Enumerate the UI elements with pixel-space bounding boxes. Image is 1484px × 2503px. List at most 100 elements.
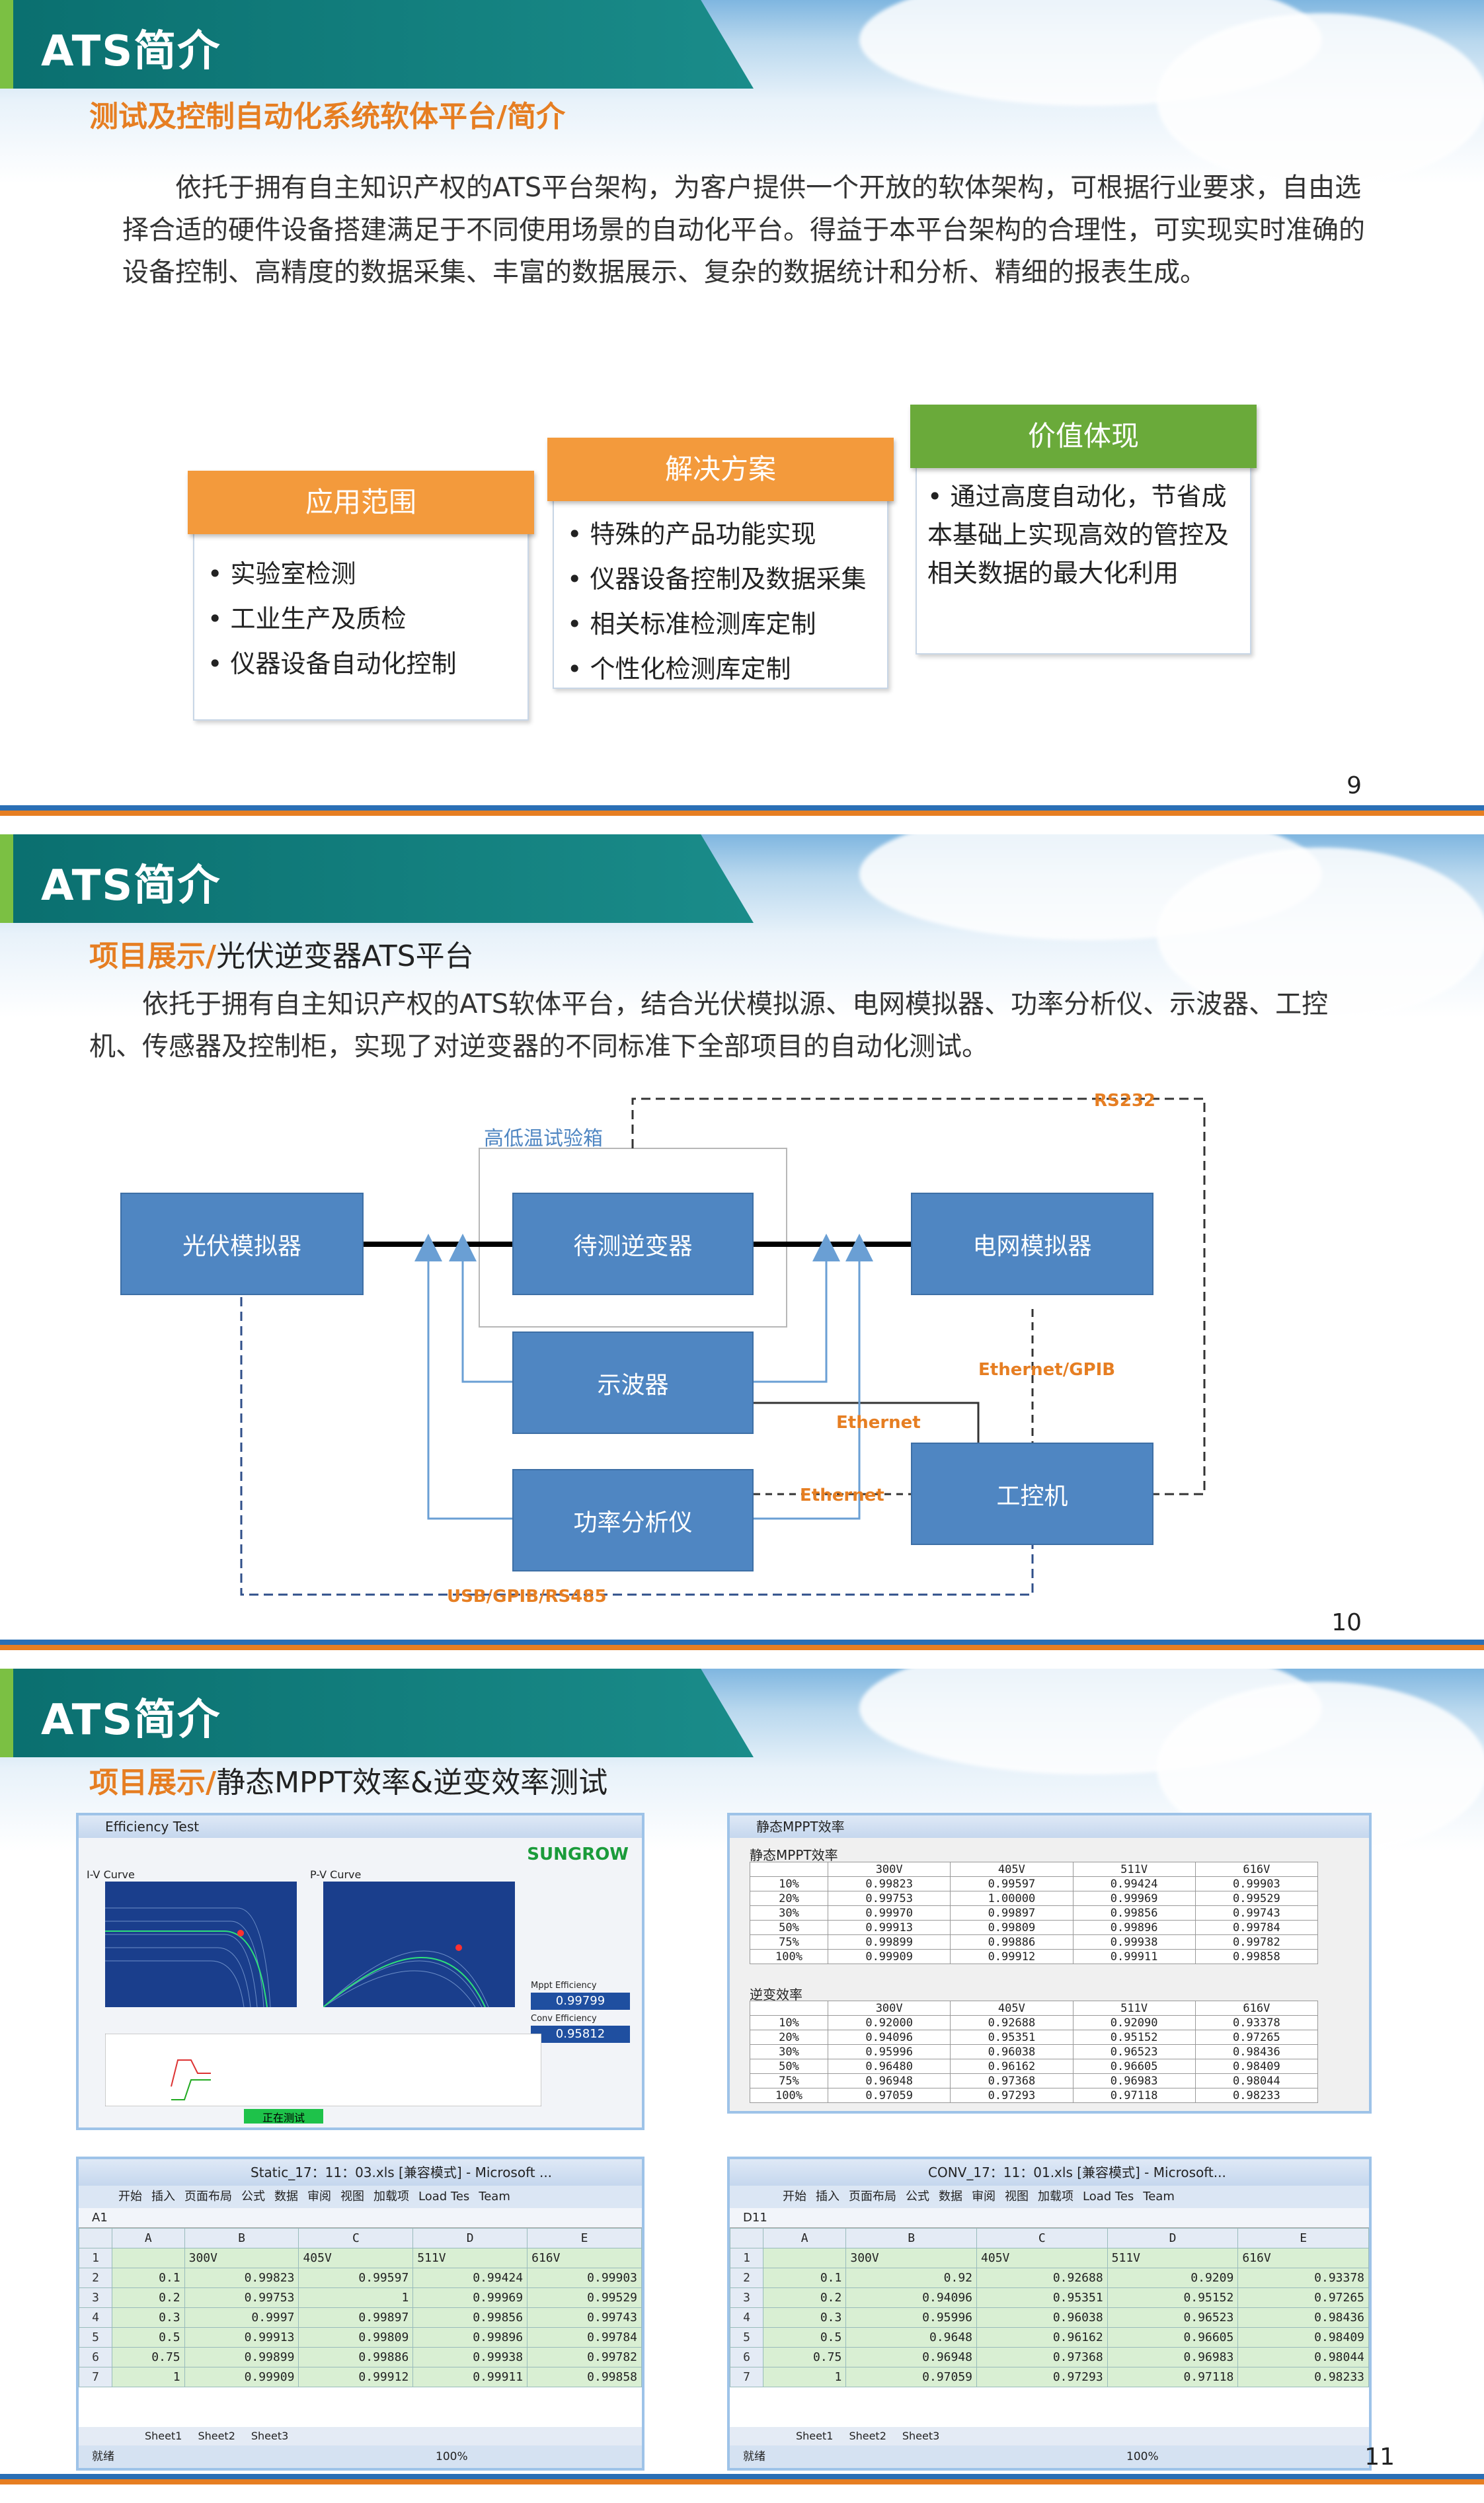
efficiency-app-screenshot: Efficiency Test SUNGROW I-V Curve P-V Cu… bbox=[76, 1813, 644, 2130]
ribbon-tabs[interactable]: 开始插入页面布局公式数据审阅视图加载项 Load Tes Team bbox=[730, 2186, 1369, 2208]
name-box[interactable]: D11 bbox=[730, 2208, 1369, 2228]
box-header: 价值体现 bbox=[910, 405, 1257, 468]
page-number: 11 bbox=[1364, 2443, 1395, 2471]
slide-subtitle: 项目展示/光伏逆变器ATS平台 bbox=[89, 939, 474, 973]
ribbon-tab[interactable]: 公式 bbox=[906, 2190, 929, 2204]
box-value: 价值体现 通过高度自动化，节省成本基础上实现高效的管控及相关数据的最大化利用 bbox=[910, 405, 1257, 655]
ribbon-tab[interactable]: Team bbox=[479, 2190, 510, 2204]
sheet-tab[interactable]: Sheet1 bbox=[796, 2430, 834, 2442]
ethernet-label: Ethernet bbox=[800, 1486, 884, 1505]
title-bar bbox=[0, 0, 754, 89]
system-diagram bbox=[240, 1097, 1206, 1596]
intro-paragraph: 依托于拥有自主知识产权的ATS平台架构，为客户提供一个开放的软体架构，可根据行业… bbox=[122, 173, 1365, 288]
conv-efficiency-value: 0.95812 bbox=[531, 2026, 630, 2043]
ribbon-tab[interactable]: Load Tes bbox=[1083, 2190, 1134, 2204]
list-item: 通过高度自动化，节省成本基础上实现高效的管控及相关数据的最大化利用 bbox=[927, 477, 1231, 592]
ribbon-tab[interactable]: 页面布局 bbox=[849, 2190, 896, 2204]
ribbon-tab[interactable]: 公式 bbox=[241, 2190, 265, 2204]
box-header: 应用范围 bbox=[188, 471, 534, 534]
list-item: 仪器设备控制及数据采集 bbox=[567, 557, 867, 602]
ipc-node: 工控机 bbox=[911, 1443, 1153, 1545]
box-solutions: 解决方案 特殊的产品功能实现 仪器设备控制及数据采集 相关标准检测库定制 个性化… bbox=[547, 438, 894, 692]
window-title: 静态MPPT效率 bbox=[730, 1815, 1369, 1838]
eth-gpib-label: Ethernet/GPIB bbox=[978, 1360, 1116, 1380]
status-running: 正在测试 bbox=[244, 2109, 323, 2124]
usb-label: USB/GPIB/RS485 bbox=[447, 1587, 607, 1607]
brand-logo: SUNGROW bbox=[527, 1845, 629, 1864]
sheet-tabs[interactable]: Sheet1 Sheet2 Sheet3 bbox=[79, 2427, 642, 2445]
window-title: Efficiency Test bbox=[79, 1815, 642, 1838]
ribbon-tab[interactable]: 页面布局 bbox=[184, 2190, 232, 2204]
inverter-node: 待测逆变器 bbox=[512, 1193, 754, 1295]
page-number: 9 bbox=[1347, 772, 1362, 799]
ribbon-tab[interactable]: Team bbox=[1143, 2190, 1175, 2204]
sheet-tab[interactable]: Sheet2 bbox=[849, 2430, 886, 2442]
slide-2: ATS简介 项目展示/光伏逆变器ATS平台 依托于拥有自主知识产权的ATS软体平… bbox=[0, 834, 1484, 1669]
list-item: 实验室检测 bbox=[208, 551, 457, 596]
slide-1: ATS简介 测试及控制自动化系统软体平台/简介 依托于拥有自主知识产权的ATS平… bbox=[0, 0, 1484, 834]
ribbon-tabs[interactable]: 开始插入页面布局公式数据审阅视图加载项 Load Tes Team bbox=[79, 2186, 642, 2208]
ribbon-tab[interactable]: 数据 bbox=[274, 2190, 298, 2204]
ribbon-tab[interactable]: 插入 bbox=[816, 2190, 840, 2204]
title-bar bbox=[0, 1669, 754, 1757]
slide-subtitle: 项目展示/静态MPPT效率&逆变效率测试 bbox=[89, 1766, 608, 1800]
name-box[interactable]: A1 bbox=[79, 2208, 642, 2228]
sheet-tabs[interactable]: Sheet1 Sheet2 Sheet3 bbox=[730, 2427, 1369, 2445]
slide-title: ATS简介 bbox=[41, 1696, 221, 1745]
excel-window-static: Static_17：11：03.xls [兼容模式] - Microsoft .… bbox=[76, 2157, 644, 2471]
ethernet-label: Ethernet bbox=[836, 1413, 921, 1433]
pv-chart bbox=[323, 1882, 515, 2007]
ribbon-tab[interactable]: 视图 bbox=[340, 2190, 364, 2204]
sheet-tab[interactable]: Sheet1 bbox=[145, 2430, 182, 2442]
box-scope: 应用范围 实验室检测 工业生产及质检 仪器设备自动化控制 bbox=[188, 471, 534, 721]
ribbon-tab[interactable]: 插入 bbox=[151, 2190, 175, 2204]
ribbon-tab[interactable]: 数据 bbox=[939, 2190, 962, 2204]
pv-simulator-node: 光伏模拟器 bbox=[120, 1193, 364, 1295]
list-item: 工业生产及质检 bbox=[208, 596, 457, 641]
window-title: Static_17：11：03.xls [兼容模式] - Microsoft .… bbox=[79, 2159, 642, 2186]
sheet-tab[interactable]: Sheet3 bbox=[902, 2430, 940, 2442]
box-list: 实验室检测 工业生产及质检 仪器设备自动化控制 bbox=[208, 551, 457, 686]
iv-chart bbox=[105, 1882, 297, 2007]
ribbon-tab[interactable]: 开始 bbox=[118, 2190, 142, 2204]
box-list: 特殊的产品功能实现 仪器设备控制及数据采集 相关标准检测库定制 个性化检测库定制 bbox=[567, 512, 867, 692]
ribbon-tab[interactable]: 加载项 bbox=[1038, 2190, 1074, 2204]
ribbon-tab[interactable]: 视图 bbox=[1005, 2190, 1029, 2204]
sheet-tab[interactable]: Sheet3 bbox=[251, 2430, 289, 2442]
ribbon-tab[interactable]: Load Tes bbox=[418, 2190, 470, 2204]
sheet-tab[interactable]: Sheet2 bbox=[198, 2430, 235, 2442]
ribbon-tab[interactable]: 加载项 bbox=[373, 2190, 409, 2204]
window-title: CONV_17：11：01.xls [兼容模式] - Microsoft... bbox=[730, 2159, 1369, 2186]
excel-window-conv: CONV_17：11：01.xls [兼容模式] - Microsoft... … bbox=[727, 2157, 1372, 2471]
ribbon-tab[interactable]: 审阅 bbox=[307, 2190, 331, 2204]
ribbon-tab[interactable]: 审阅 bbox=[972, 2190, 996, 2204]
title-bar bbox=[0, 834, 754, 923]
intro-paragraph: 依托于拥有自主知识产权的ATS软体平台，结合光伏模拟源、电网模拟器、功率分析仪、… bbox=[89, 989, 1329, 1062]
ribbon-tab[interactable]: 开始 bbox=[783, 2190, 806, 2204]
oscilloscope-node: 示波器 bbox=[512, 1331, 754, 1434]
power-analyzer-node: 功率分析仪 bbox=[512, 1469, 754, 1571]
